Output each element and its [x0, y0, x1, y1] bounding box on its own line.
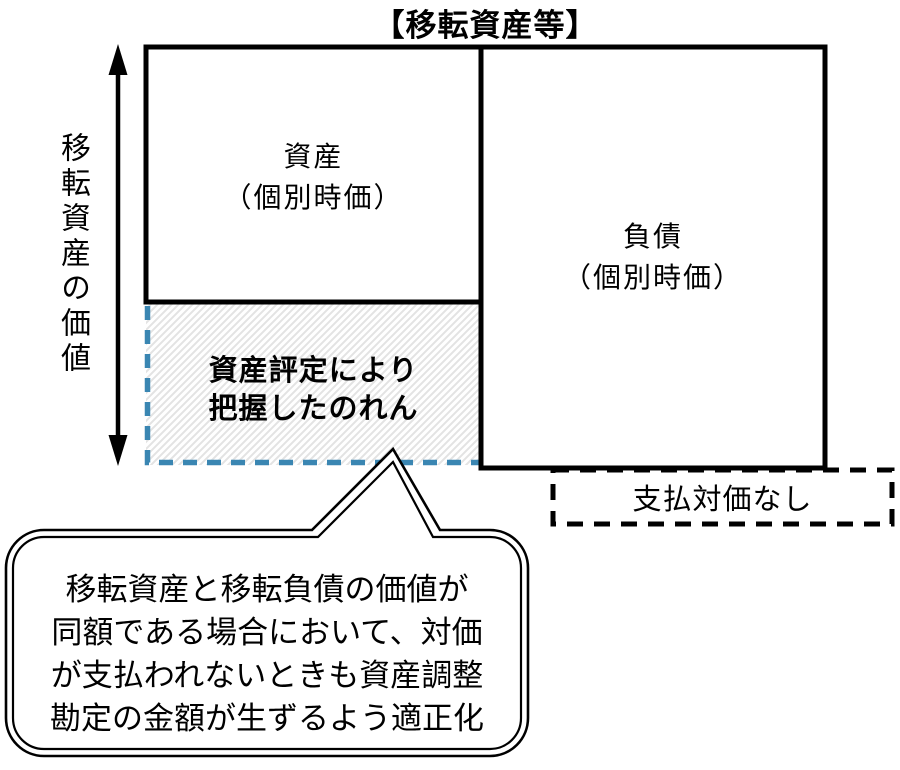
- arrow-head-up-icon: [108, 44, 128, 75]
- assets-label-line2: （個別時価）: [223, 182, 404, 213]
- liabilities-label-line2: （個別時価）: [562, 262, 743, 293]
- callout-inner-outline: [11, 460, 523, 751]
- callout-bubble: [4, 446, 530, 758]
- no-consideration-dashed-box: [550, 467, 895, 527]
- assets-label-line1: 資産: [283, 141, 344, 172]
- goodwill-hatch-fill: [146, 304, 481, 465]
- callout-outer-outline: [4, 446, 530, 758]
- callout-line4: 勘定の金額が生ずるよう適正化: [50, 701, 484, 736]
- goodwill-label-line1: 資産評定により: [208, 355, 419, 387]
- callout-line2: 同額である場合において、対価: [51, 615, 483, 650]
- callout-text: 移転資産と移転負債の価値が 同額である場合において、対価 が支払われないときも資…: [6, 568, 528, 740]
- arrow-head-down-icon: [108, 435, 128, 466]
- diagram-title: 【移転資産等】: [373, 8, 598, 43]
- no-consideration-label: 支払対価なし: [632, 484, 813, 516]
- liabilities-label-line1: 負債: [622, 221, 683, 252]
- value-range-arrow: [108, 44, 128, 466]
- goodwill-label-line2: 把握したのれん: [208, 393, 419, 425]
- assets-box-border: [143, 44, 484, 305]
- liabilities-box-border: [478, 44, 828, 471]
- callout-line3: が支払われないときも資産調整: [50, 658, 484, 693]
- goodwill-dashed-border: [144, 306, 480, 466]
- liabilities-box-label: 負債 （個別時価）: [481, 216, 825, 298]
- assets-box-label: 資産 （個別時価）: [146, 136, 481, 218]
- callout-line1: 移転資産と移転負債の価値が: [65, 572, 469, 607]
- goodwill-box-label: 資産評定により 把握したのれん: [146, 352, 481, 428]
- axis-label: 移転資産の価値: [56, 132, 89, 377]
